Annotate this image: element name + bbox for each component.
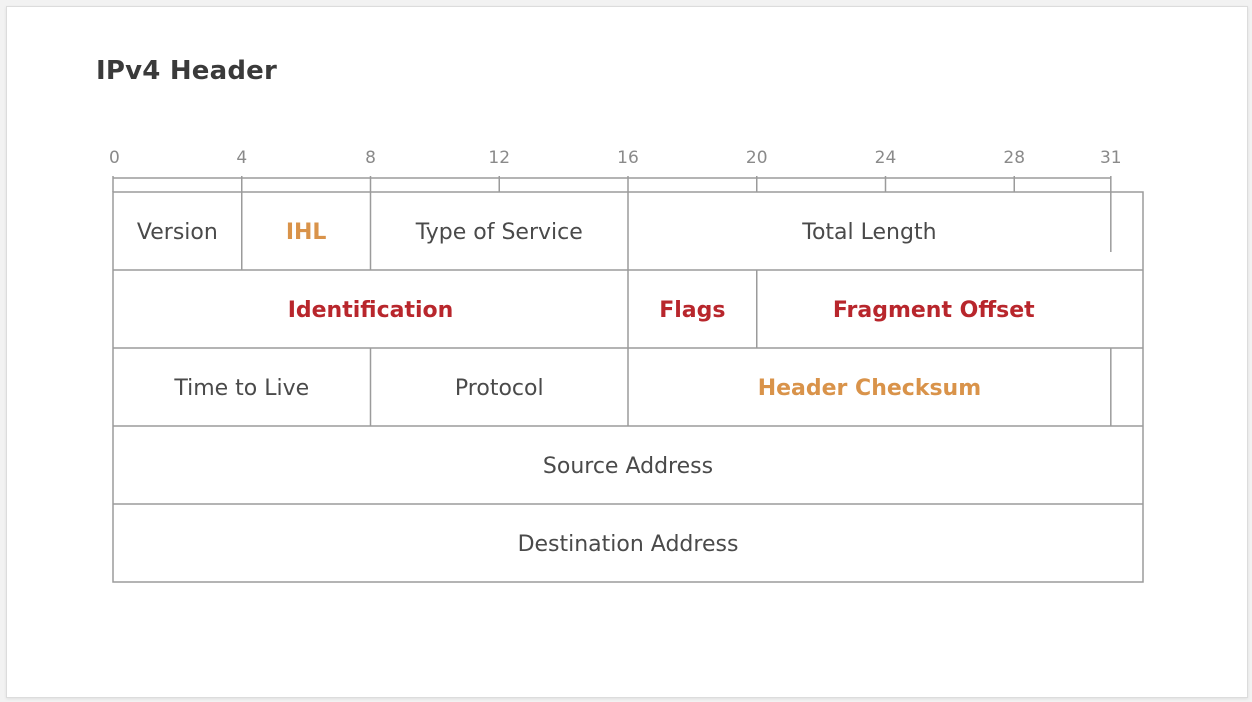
ruler-tick-label: 12 (488, 148, 510, 168)
field-fragment-offset: Fragment Offset (833, 298, 1035, 323)
ruler-tick-label: 31 (1100, 148, 1122, 168)
ruler-tick-label: 0 (109, 148, 120, 168)
ruler-tick-label: 28 (1003, 148, 1025, 168)
ruler-tick-label: 4 (236, 148, 247, 168)
bit-ruler: 0 4 8 12 16 20 24 28 31 (109, 148, 1122, 192)
ruler-tick-label: 16 (617, 148, 639, 168)
field-destination-address: Destination Address (518, 532, 739, 557)
field-protocol: Protocol (455, 376, 544, 401)
field-header-checksum: Header Checksum (758, 376, 981, 401)
field-flags: Flags (659, 298, 725, 323)
ruler-tick-label: 20 (746, 148, 768, 168)
field-version: Version (137, 220, 218, 245)
field-source-address: Source Address (543, 454, 713, 479)
field-type-of-service: Type of Service (415, 220, 583, 245)
field-total-length: Total Length (801, 220, 936, 245)
field-identification: Identification (288, 298, 454, 323)
ruler-tick-label: 24 (875, 148, 897, 168)
header-rows: Version IHL Type of Service Total LengthIde… (112, 191, 1144, 583)
ruler-tick-label: 8 (365, 148, 376, 168)
diagram-title: IPv4 Header (96, 56, 278, 86)
field-time-to-live: Time to Live (173, 376, 309, 401)
field-ihl: IHL (286, 220, 327, 245)
